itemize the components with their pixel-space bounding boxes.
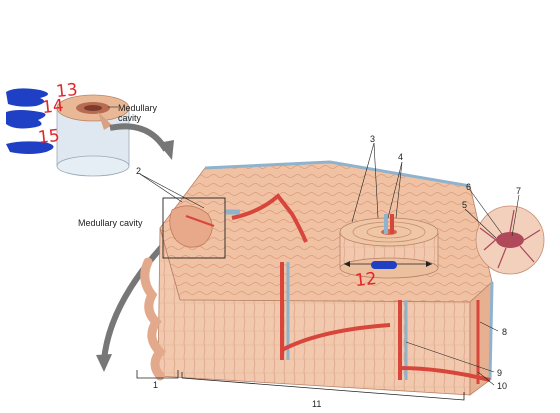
label-9: 9	[497, 368, 503, 378]
bone-cylinder-icon	[56, 94, 130, 177]
label-10: 10	[497, 381, 508, 391]
inset-box	[162, 197, 226, 259]
medullary-cavity-label-top: Medullary cavity	[118, 103, 158, 123]
label-7: 7	[516, 186, 522, 196]
label-4: 4	[398, 152, 404, 162]
scale-brackets	[136, 370, 465, 401]
handwritten-12: 12	[354, 268, 378, 292]
label-8: 8	[502, 327, 508, 337]
handwritten-15: 15	[37, 125, 61, 149]
blue-marker-scribbles	[6, 88, 397, 269]
spongy-bone	[169, 205, 215, 248]
compact-bone-block	[140, 160, 494, 396]
osteocyte-circle	[475, 205, 545, 275]
label-6: 6	[466, 182, 472, 192]
handwritten-14: 14	[41, 95, 65, 119]
label-11: 11	[312, 399, 322, 409]
curved-arrow-icon	[101, 233, 175, 361]
label-1: 1	[153, 380, 159, 390]
label-2: 2	[136, 166, 142, 176]
label-5: 5	[462, 200, 468, 210]
blood-vessels	[226, 193, 491, 384]
label-3: 3	[370, 134, 376, 144]
medullary-cavity-label: Medullary cavity	[78, 218, 143, 228]
leader-lines	[108, 106, 520, 386]
